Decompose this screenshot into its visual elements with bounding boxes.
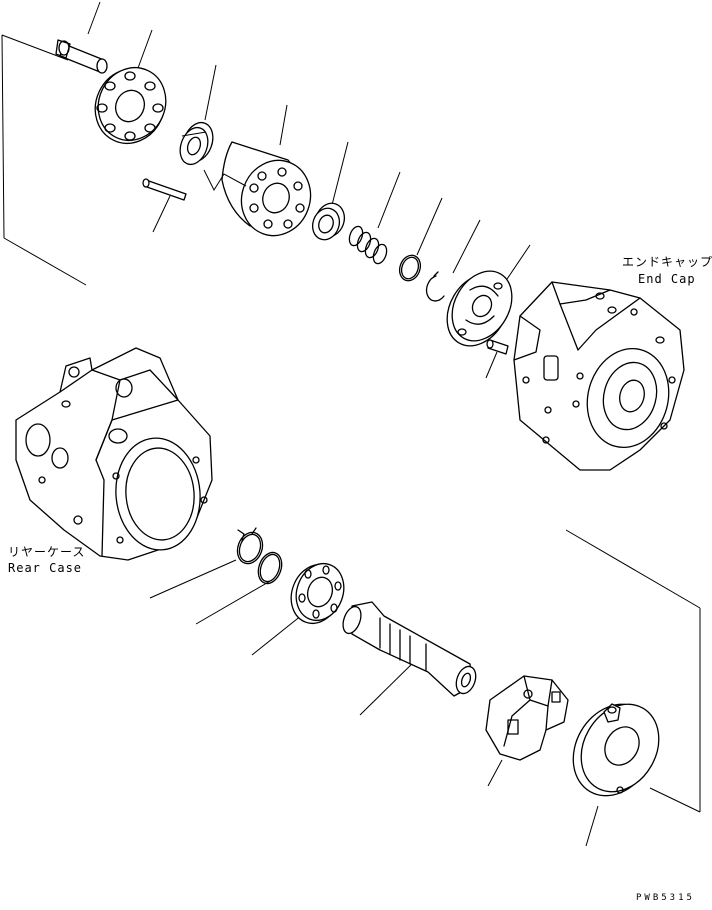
retainer-plate-part bbox=[94, 67, 167, 144]
cylinder-block-part bbox=[203, 141, 312, 237]
rear-case-housing bbox=[15, 347, 213, 561]
bushing-part bbox=[179, 121, 214, 166]
lower-frame-lines bbox=[565, 529, 701, 813]
rear-case-label-en: Rear Case bbox=[8, 561, 82, 575]
race-part bbox=[311, 202, 346, 241]
upper-frame-lines bbox=[1, 34, 87, 286]
rear-case-label: リヤーケース Rear Case bbox=[8, 545, 85, 575]
roller-bearing-part bbox=[290, 562, 345, 625]
end-cap-label-jp: エンドキャップ bbox=[622, 255, 712, 269]
dowel-pin-part bbox=[486, 339, 509, 355]
retaining-ring-part bbox=[236, 527, 264, 565]
swash-plate-part bbox=[485, 675, 569, 761]
end-cap-label: エンドキャップ End Cap bbox=[622, 255, 712, 286]
cradle-part bbox=[572, 703, 660, 797]
drawing-code: PWB5315 bbox=[636, 893, 695, 903]
leader-lines bbox=[87, 1, 599, 847]
end-cap-housing bbox=[513, 281, 685, 471]
small-pin-part bbox=[142, 178, 187, 201]
end-cap-label-en: End Cap bbox=[638, 272, 696, 286]
spring-part bbox=[348, 225, 388, 265]
valve-plate-part bbox=[446, 270, 513, 347]
rear-case-label-jp: リヤーケース bbox=[8, 545, 85, 559]
snap-ring-part bbox=[425, 271, 445, 302]
shim-ring-part bbox=[257, 551, 283, 585]
washer-part bbox=[398, 254, 422, 282]
drive-shaft-part bbox=[342, 601, 477, 697]
pin-part bbox=[55, 39, 108, 74]
